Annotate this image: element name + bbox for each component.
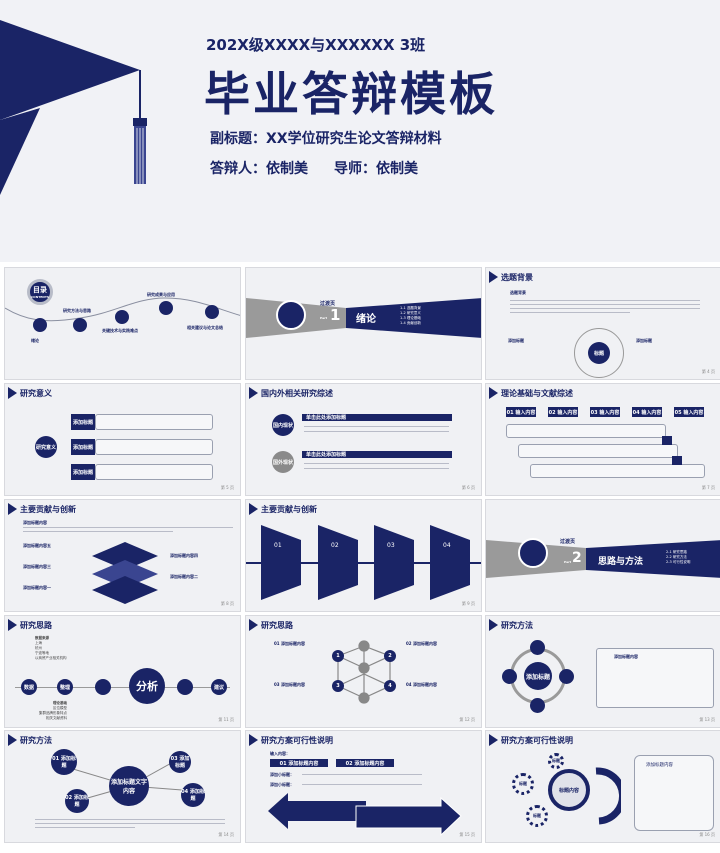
slide-feasibility-1[interactable]: 研究方案可行性说明 输入内容： 01 添加标题内容 02 添加标题内容 添加小标… bbox=[245, 730, 482, 843]
slide-method-1[interactable]: 研究方法 添加标题 添加标题内容 第 13 页 bbox=[485, 615, 720, 728]
slide-idea-1[interactable]: 研究思路 数据 整理 分析 建议 数据来源上海杭州宁波等地以商贸产业相关机构 理… bbox=[4, 615, 241, 728]
gear-icon: 标题内容 bbox=[548, 769, 590, 811]
slide-significance[interactable]: 研究意义 研究意义 添加标题 添加标题 添加标题 第 5 页 bbox=[4, 383, 241, 496]
gear-icon: 标题 bbox=[548, 753, 564, 769]
main-title: 毕业答辩模板 bbox=[204, 67, 498, 121]
university-logo bbox=[276, 300, 306, 330]
class-line: 202X级XXXX与XXXXXX 3班 bbox=[206, 36, 426, 54]
university-logo bbox=[518, 538, 548, 568]
gear-icon: 标题 bbox=[526, 805, 548, 827]
slide-method-2[interactable]: 研究方法 01 添加标题 02 添加标题 03 添加标题 04 添加标题 添加标… bbox=[4, 730, 241, 843]
title-slide: 202X级XXXX与XXXXXX 3班 毕业答辩模板 副标题：XX学位研究生论文… bbox=[0, 0, 720, 262]
slide-feasibility-2[interactable]: 研究方案可行性说明 标题 标题 标题 标题内容 添加标题内容 第 16 页 bbox=[485, 730, 720, 843]
slide-idea-2[interactable]: 研究思路 1 2 3 4 01 添加标题内容 02 添加标题内容 03 添加标题… bbox=[245, 615, 482, 728]
slide-background[interactable]: 选题背景 选题背景 标题 添加标题 添加标题 第 4 页 bbox=[485, 267, 720, 380]
slide-literature[interactable]: 国内外相关研究综述 国内现状 国外现状 单击此处添加标题 单击此处添加标题 第 … bbox=[245, 383, 482, 496]
slide-contribution-2[interactable]: 主要贡献与创新 01 02 03 04 第 9 页 bbox=[245, 499, 482, 612]
defender: 答辩人：依制美 bbox=[210, 161, 308, 177]
graduation-cap-icon bbox=[0, 20, 147, 195]
advisor: 导师：依制美 bbox=[334, 161, 418, 177]
slide-contribution-1[interactable]: 主要贡献与创新 添加标题内容 添加标题内容五 添加标题内容三 添加标题内容一 添… bbox=[4, 499, 241, 612]
contents-title: 目录 bbox=[33, 286, 47, 294]
subtitle: 副标题：XX学位研究生论文答辩材料 bbox=[210, 131, 442, 147]
slide-theory[interactable]: 理论基础与文献综述 01 输入内容 02 输入内容 03 输入内容 04 输入内… bbox=[485, 383, 720, 496]
gear-icon: 标题 bbox=[512, 773, 534, 795]
